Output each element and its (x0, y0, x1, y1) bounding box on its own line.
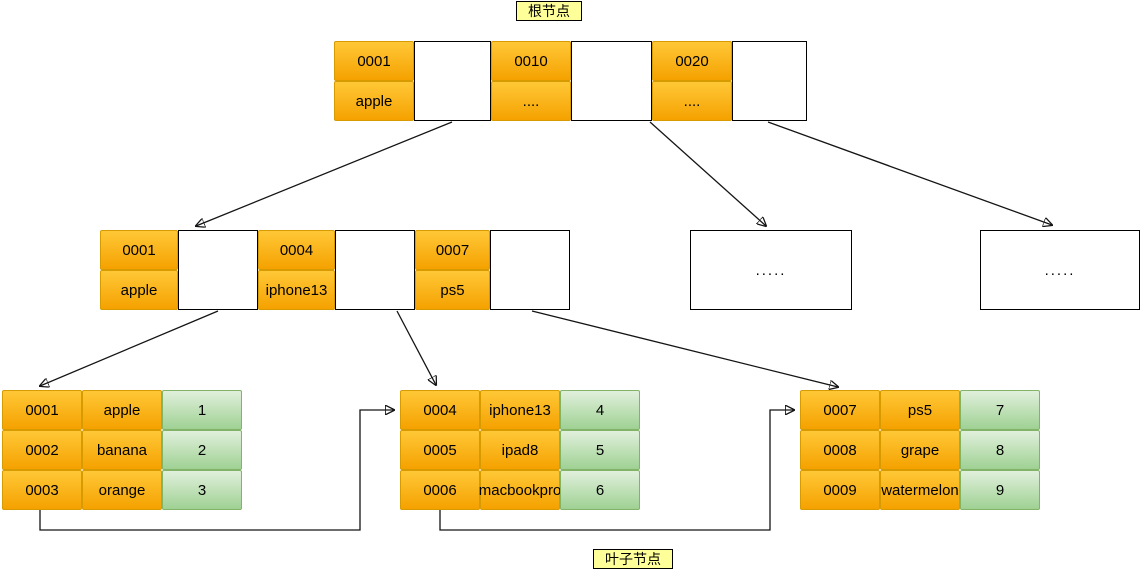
root-entry-3-key: 0020 (652, 41, 732, 81)
leaf3-r3-num: 9 (960, 470, 1040, 510)
leaf1-r2-id: 0002 (2, 430, 82, 470)
internal-entry-1-key: 0001 (100, 230, 178, 270)
leaf1-r3-id: 0003 (2, 470, 82, 510)
leaf2-r1-name: iphone13 (480, 390, 560, 430)
internal-entry-1: 0001 apple (100, 230, 178, 310)
leaf1-r2-num: 2 (162, 430, 242, 470)
internal-pointer-1 (178, 230, 258, 310)
edge-internal-to-leaf-3 (531, 310, 838, 387)
leaf3-r3-id: 0009 (800, 470, 880, 510)
root-entry-3: 0020 .... (652, 41, 732, 121)
internal-node: 0001 apple 0004 iphone13 0007 ps5 (100, 230, 570, 310)
root-entry-1-value: apple (334, 81, 414, 121)
internal-pointer-2 (335, 230, 415, 310)
leaf3-r2-num: 8 (960, 430, 1040, 470)
leaf2-r1-num: 4 (560, 390, 640, 430)
leaf1-r1-name: apple (82, 390, 162, 430)
internal-entry-3-key: 0007 (415, 230, 490, 270)
root-entry-2: 0010 .... (491, 41, 571, 121)
leaf2-r2-id: 0005 (400, 430, 480, 470)
edge-internal-to-leaf-2 (396, 310, 436, 385)
edge-root-to-collapsed-1 (649, 121, 766, 226)
leaf1-r3-num: 3 (162, 470, 242, 510)
leaf-node-2: 0004 iphone13 4 0005 ipad8 5 0006 macboo… (400, 390, 640, 510)
internal-entry-3-value: ps5 (415, 270, 490, 310)
leaf3-r1-num: 7 (960, 390, 1040, 430)
leaf1-r2-name: banana (82, 430, 162, 470)
internal-entry-2-key: 0004 (258, 230, 335, 270)
leaf-node-1: 0001 apple 1 0002 banana 2 0003 orange 3 (2, 390, 242, 510)
internal-entry-3: 0007 ps5 (415, 230, 490, 310)
leaf2-r3-num: 6 (560, 470, 640, 510)
internal-entry-2-value: iphone13 (258, 270, 335, 310)
root-entry-1-key: 0001 (334, 41, 414, 81)
root-entry-1: 0001 apple (334, 41, 414, 121)
internal-entry-1-value: apple (100, 270, 178, 310)
leaf1-r3-name: orange (82, 470, 162, 510)
root-pointer-2 (571, 41, 652, 121)
edge-internal-to-leaf-1 (40, 310, 219, 386)
leaf-node-label: 叶子节点 (593, 549, 673, 569)
leaf2-r2-num: 5 (560, 430, 640, 470)
root-node-label: 根节点 (516, 1, 582, 21)
root-entry-2-key: 0010 (491, 41, 571, 81)
leaf2-r3-id: 0006 (400, 470, 480, 510)
leaf3-r3-name: watermelon (880, 470, 960, 510)
leaf-node-3: 0007 ps5 7 0008 grape 8 0009 watermelon … (800, 390, 1040, 510)
root-pointer-1 (414, 41, 491, 121)
edge-root-to-collapsed-2 (767, 121, 1052, 225)
leaf3-r1-id: 0007 (800, 390, 880, 430)
leaf1-r1-num: 1 (162, 390, 242, 430)
leaf1-r1-id: 0001 (2, 390, 82, 430)
root-entry-2-value: .... (491, 81, 571, 121)
root-pointer-3 (732, 41, 807, 121)
root-entry-3-value: .... (652, 81, 732, 121)
leaf3-r2-name: grape (880, 430, 960, 470)
internal-entry-2: 0004 iphone13 (258, 230, 335, 310)
root-node: 0001 apple 0010 .... 0020 .... (334, 41, 807, 121)
leaf2-r3-name: macbookpro (479, 470, 561, 510)
collapsed-node-1: ..... (690, 230, 852, 310)
edge-root-to-internal (196, 121, 453, 226)
leaf3-r1-name: ps5 (880, 390, 960, 430)
internal-pointer-3 (490, 230, 570, 310)
leaf2-r1-id: 0004 (400, 390, 480, 430)
collapsed-node-2: ..... (980, 230, 1140, 310)
leaf2-r2-name: ipad8 (480, 430, 560, 470)
leaf3-r2-id: 0008 (800, 430, 880, 470)
